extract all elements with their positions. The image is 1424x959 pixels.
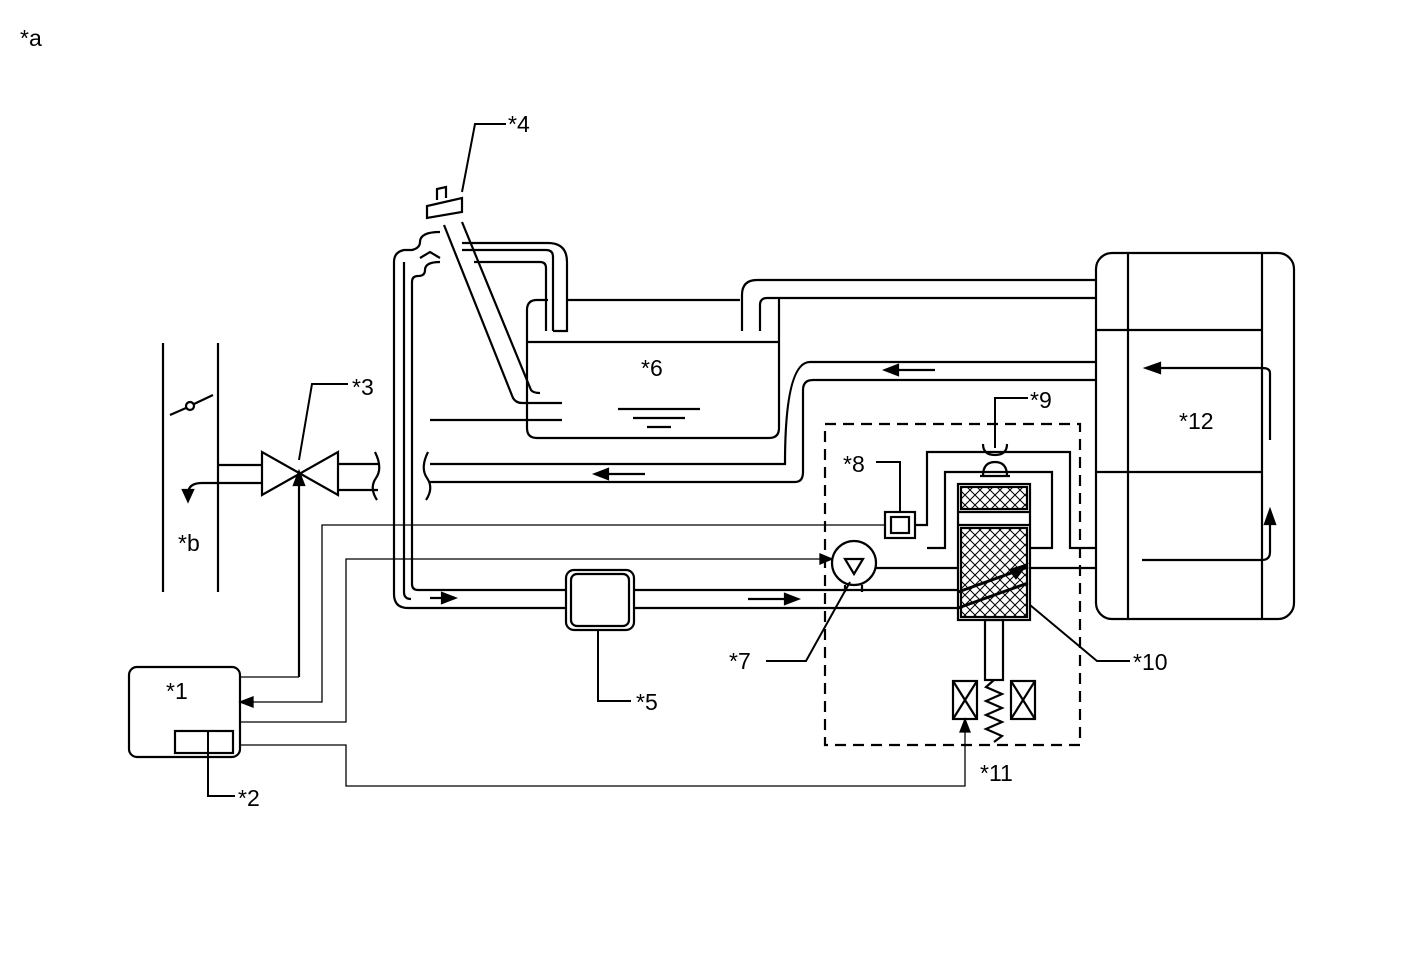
charcoal-canister <box>1094 251 1296 621</box>
leader-lines <box>207 123 1130 797</box>
filler-pipe <box>425 185 569 422</box>
solenoid <box>951 679 1037 721</box>
label-1: *1 <box>166 678 188 704</box>
label-10: *10 <box>1133 649 1168 675</box>
purge-valve <box>260 450 381 677</box>
purge-line <box>422 360 1096 501</box>
ecu <box>127 665 242 759</box>
filler-breather <box>392 230 565 610</box>
label-12: *12 <box>1179 408 1214 434</box>
spool-valve <box>956 482 1096 743</box>
label-11: *11 <box>980 760 1013 786</box>
label-2: *2 <box>238 785 260 811</box>
vapor-line <box>740 278 1096 331</box>
label-7: *7 <box>729 648 751 674</box>
outlet-label: *b <box>178 530 200 556</box>
pressure-regulator <box>980 443 1010 478</box>
label-3: *3 <box>352 374 374 400</box>
label-5: *5 <box>636 689 658 715</box>
label-4: *4 <box>508 111 530 137</box>
label-8: *8 <box>843 451 865 477</box>
label-9: *9 <box>1030 387 1052 413</box>
intake-duct <box>161 343 220 592</box>
fuel-pump <box>830 539 958 592</box>
fuel-tank <box>525 298 781 440</box>
pump-module-boundary <box>823 422 1082 747</box>
fuel-filter <box>564 568 958 632</box>
label-6: *6 <box>641 355 663 381</box>
corner-label: *a <box>20 25 42 51</box>
signal-wires <box>238 524 971 787</box>
purge-pipe-left <box>181 463 262 504</box>
